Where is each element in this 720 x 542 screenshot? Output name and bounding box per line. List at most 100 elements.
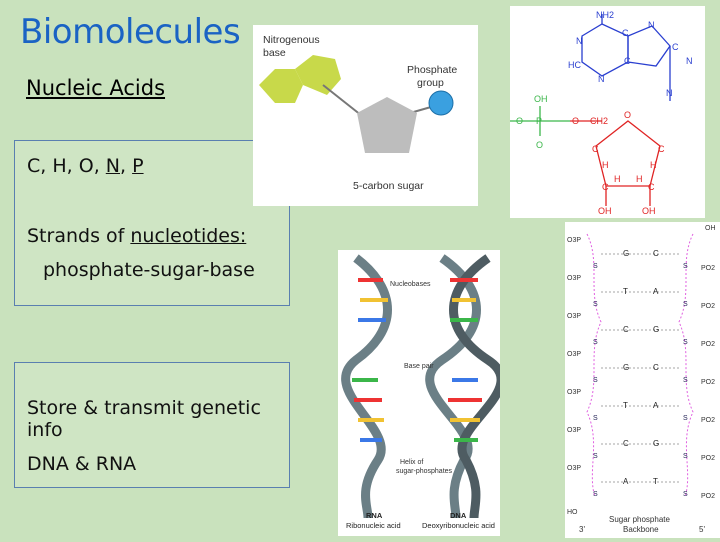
struct-o-left: O xyxy=(516,116,523,126)
ladder-o3p-label: O3P xyxy=(567,275,581,282)
ladder-sugar-left: S xyxy=(593,377,598,384)
struct-o-bottom: O xyxy=(536,140,543,150)
nucleotide-diagram: Nitrogenous base Phosphate group 5-carbo… xyxy=(253,25,478,206)
sugar-pentagon xyxy=(357,97,417,153)
ladder-sugar-right: S xyxy=(683,453,688,460)
struct-c-r3: C xyxy=(602,182,609,192)
slide-title: Biomolecules xyxy=(20,12,241,52)
struct-c-a: C xyxy=(622,28,629,38)
ladder-sugar-left: S xyxy=(593,339,598,346)
ladder-base-left: G xyxy=(623,249,629,258)
ladder-base-left: T xyxy=(623,287,628,296)
struct-c-b: C xyxy=(624,56,631,66)
ladder-po2-label: PO2 xyxy=(701,417,715,424)
ladder-oh-label: OH xyxy=(705,225,716,232)
sugar-label: 5-carbon sugar xyxy=(353,180,424,192)
struct-h1: H xyxy=(602,160,609,170)
element-n: N xyxy=(105,155,120,177)
ladder-sugar-left: S xyxy=(593,415,598,422)
struct-c-r2: C xyxy=(658,144,665,154)
ladder-base-right: A xyxy=(653,401,659,410)
ladder-base-right: A xyxy=(653,287,659,296)
ladder-sugar-left: S xyxy=(593,453,598,460)
ladder-sugar-right: S xyxy=(683,377,688,384)
ladder-base-left: C xyxy=(623,325,629,334)
ladder-o3p-label: O3P xyxy=(567,351,581,358)
ladder-sugar-left: S xyxy=(593,491,598,498)
dna-full-label: Deoxyribonucleic acid xyxy=(422,521,495,530)
struct-n-d: N xyxy=(686,56,693,66)
dna-backbone-b xyxy=(449,254,506,519)
base-label-2: base xyxy=(263,47,286,59)
ladder-po2-label: PO2 xyxy=(701,455,715,462)
ladder-o3p-label: O3P xyxy=(567,465,581,472)
rna-dna-helix-diagram: Nucleobases Base pair Helix of sugar-pho… xyxy=(338,250,506,536)
ladder-base-right: G xyxy=(653,439,659,448)
struct-n-b: N xyxy=(648,20,655,30)
ladder-o3p-label: O3P xyxy=(567,427,581,434)
ladder-right-backbone xyxy=(678,233,694,498)
struct-nh2: NH2 xyxy=(596,10,614,20)
ladder-caption-2: Backbone xyxy=(623,525,659,534)
element-o: O, xyxy=(78,155,100,177)
helix-base-pair-label: Base pair xyxy=(404,363,434,370)
struct-h3: H xyxy=(614,174,621,184)
ladder-ho-label: HO xyxy=(567,509,578,516)
ladder-sugar-right: S xyxy=(683,301,688,308)
ladder-po2-label: PO2 xyxy=(701,493,715,500)
ladder-caption-1: Sugar phosphate xyxy=(609,515,670,524)
ladder-po2-label: PO2 xyxy=(701,303,715,310)
slide-subtitle: Nucleic Acids xyxy=(26,76,166,100)
struct-oh2: OH xyxy=(642,206,656,216)
ladder-sugar-right: S xyxy=(683,491,688,498)
nucleotides-term: nucleotides: xyxy=(130,225,247,247)
ladder-base-left: A xyxy=(623,477,629,486)
ladder-po2-label: PO2 xyxy=(701,341,715,348)
phosphate-label-2: group xyxy=(417,77,444,89)
helix-backbone-label-1: Helix of xyxy=(400,459,423,466)
ladder-base-left: G xyxy=(623,363,629,372)
element-list: C, H, O, N, P xyxy=(27,155,144,177)
helix-nucleobases-label: Nucleobases xyxy=(390,281,431,288)
ladder-sugar-left: S xyxy=(593,301,598,308)
ladder-base-right: T xyxy=(653,477,658,486)
ladder-po2-label: PO2 xyxy=(701,379,715,386)
struct-ch2: CH2 xyxy=(590,116,608,126)
ladder-3-prime: 3' xyxy=(579,525,585,534)
function-box: Store & transmit genetic info DNA & RNA xyxy=(14,362,290,488)
base-rungs xyxy=(352,278,482,442)
struct-p: P xyxy=(536,116,542,126)
ladder-sugar-left: S xyxy=(593,263,598,270)
struct-h2: H xyxy=(650,160,657,170)
ladder-po2-label: PO2 xyxy=(701,265,715,272)
ladder-base-right: C xyxy=(653,249,659,258)
ladder-5-prime: 5' xyxy=(699,525,705,534)
element-h: H, xyxy=(52,155,73,177)
base-label-1: Nitrogenous xyxy=(263,34,320,46)
phosphate-circle xyxy=(428,90,454,116)
struct-c-r4: C xyxy=(648,182,655,192)
ladder-o3p-label: O3P xyxy=(567,237,581,244)
function-line-3: DNA & RNA xyxy=(27,453,137,475)
strands-line: Strands of nucleotides: xyxy=(27,225,246,247)
phosphate-label-1: Phosphate xyxy=(407,64,457,76)
ladder-o3p-label: O3P xyxy=(567,313,581,320)
struct-c-c: C xyxy=(672,42,679,52)
ladder-base-left: T xyxy=(623,401,628,410)
ladder-sugar-right: S xyxy=(683,339,688,346)
struct-n-c: N xyxy=(598,74,605,84)
struct-oh-top: OH xyxy=(534,94,548,104)
ladder-sugar-right: S xyxy=(683,415,688,422)
ladder-o3p-label: O3P xyxy=(567,389,581,396)
nitrogenous-base-shape xyxy=(259,55,341,103)
ladder-left-backbone xyxy=(586,233,602,498)
dna-label: DNA xyxy=(450,511,467,520)
strands-lead: Strands of xyxy=(27,225,125,247)
struct-oh1: OH xyxy=(598,206,612,216)
function-line-1: Store & transmit genetic xyxy=(27,397,261,419)
ladder-base-right: C xyxy=(653,363,659,372)
struct-n-a: N xyxy=(576,36,583,46)
struct-o-link: O xyxy=(572,116,579,126)
function-line-2: info xyxy=(27,419,63,441)
